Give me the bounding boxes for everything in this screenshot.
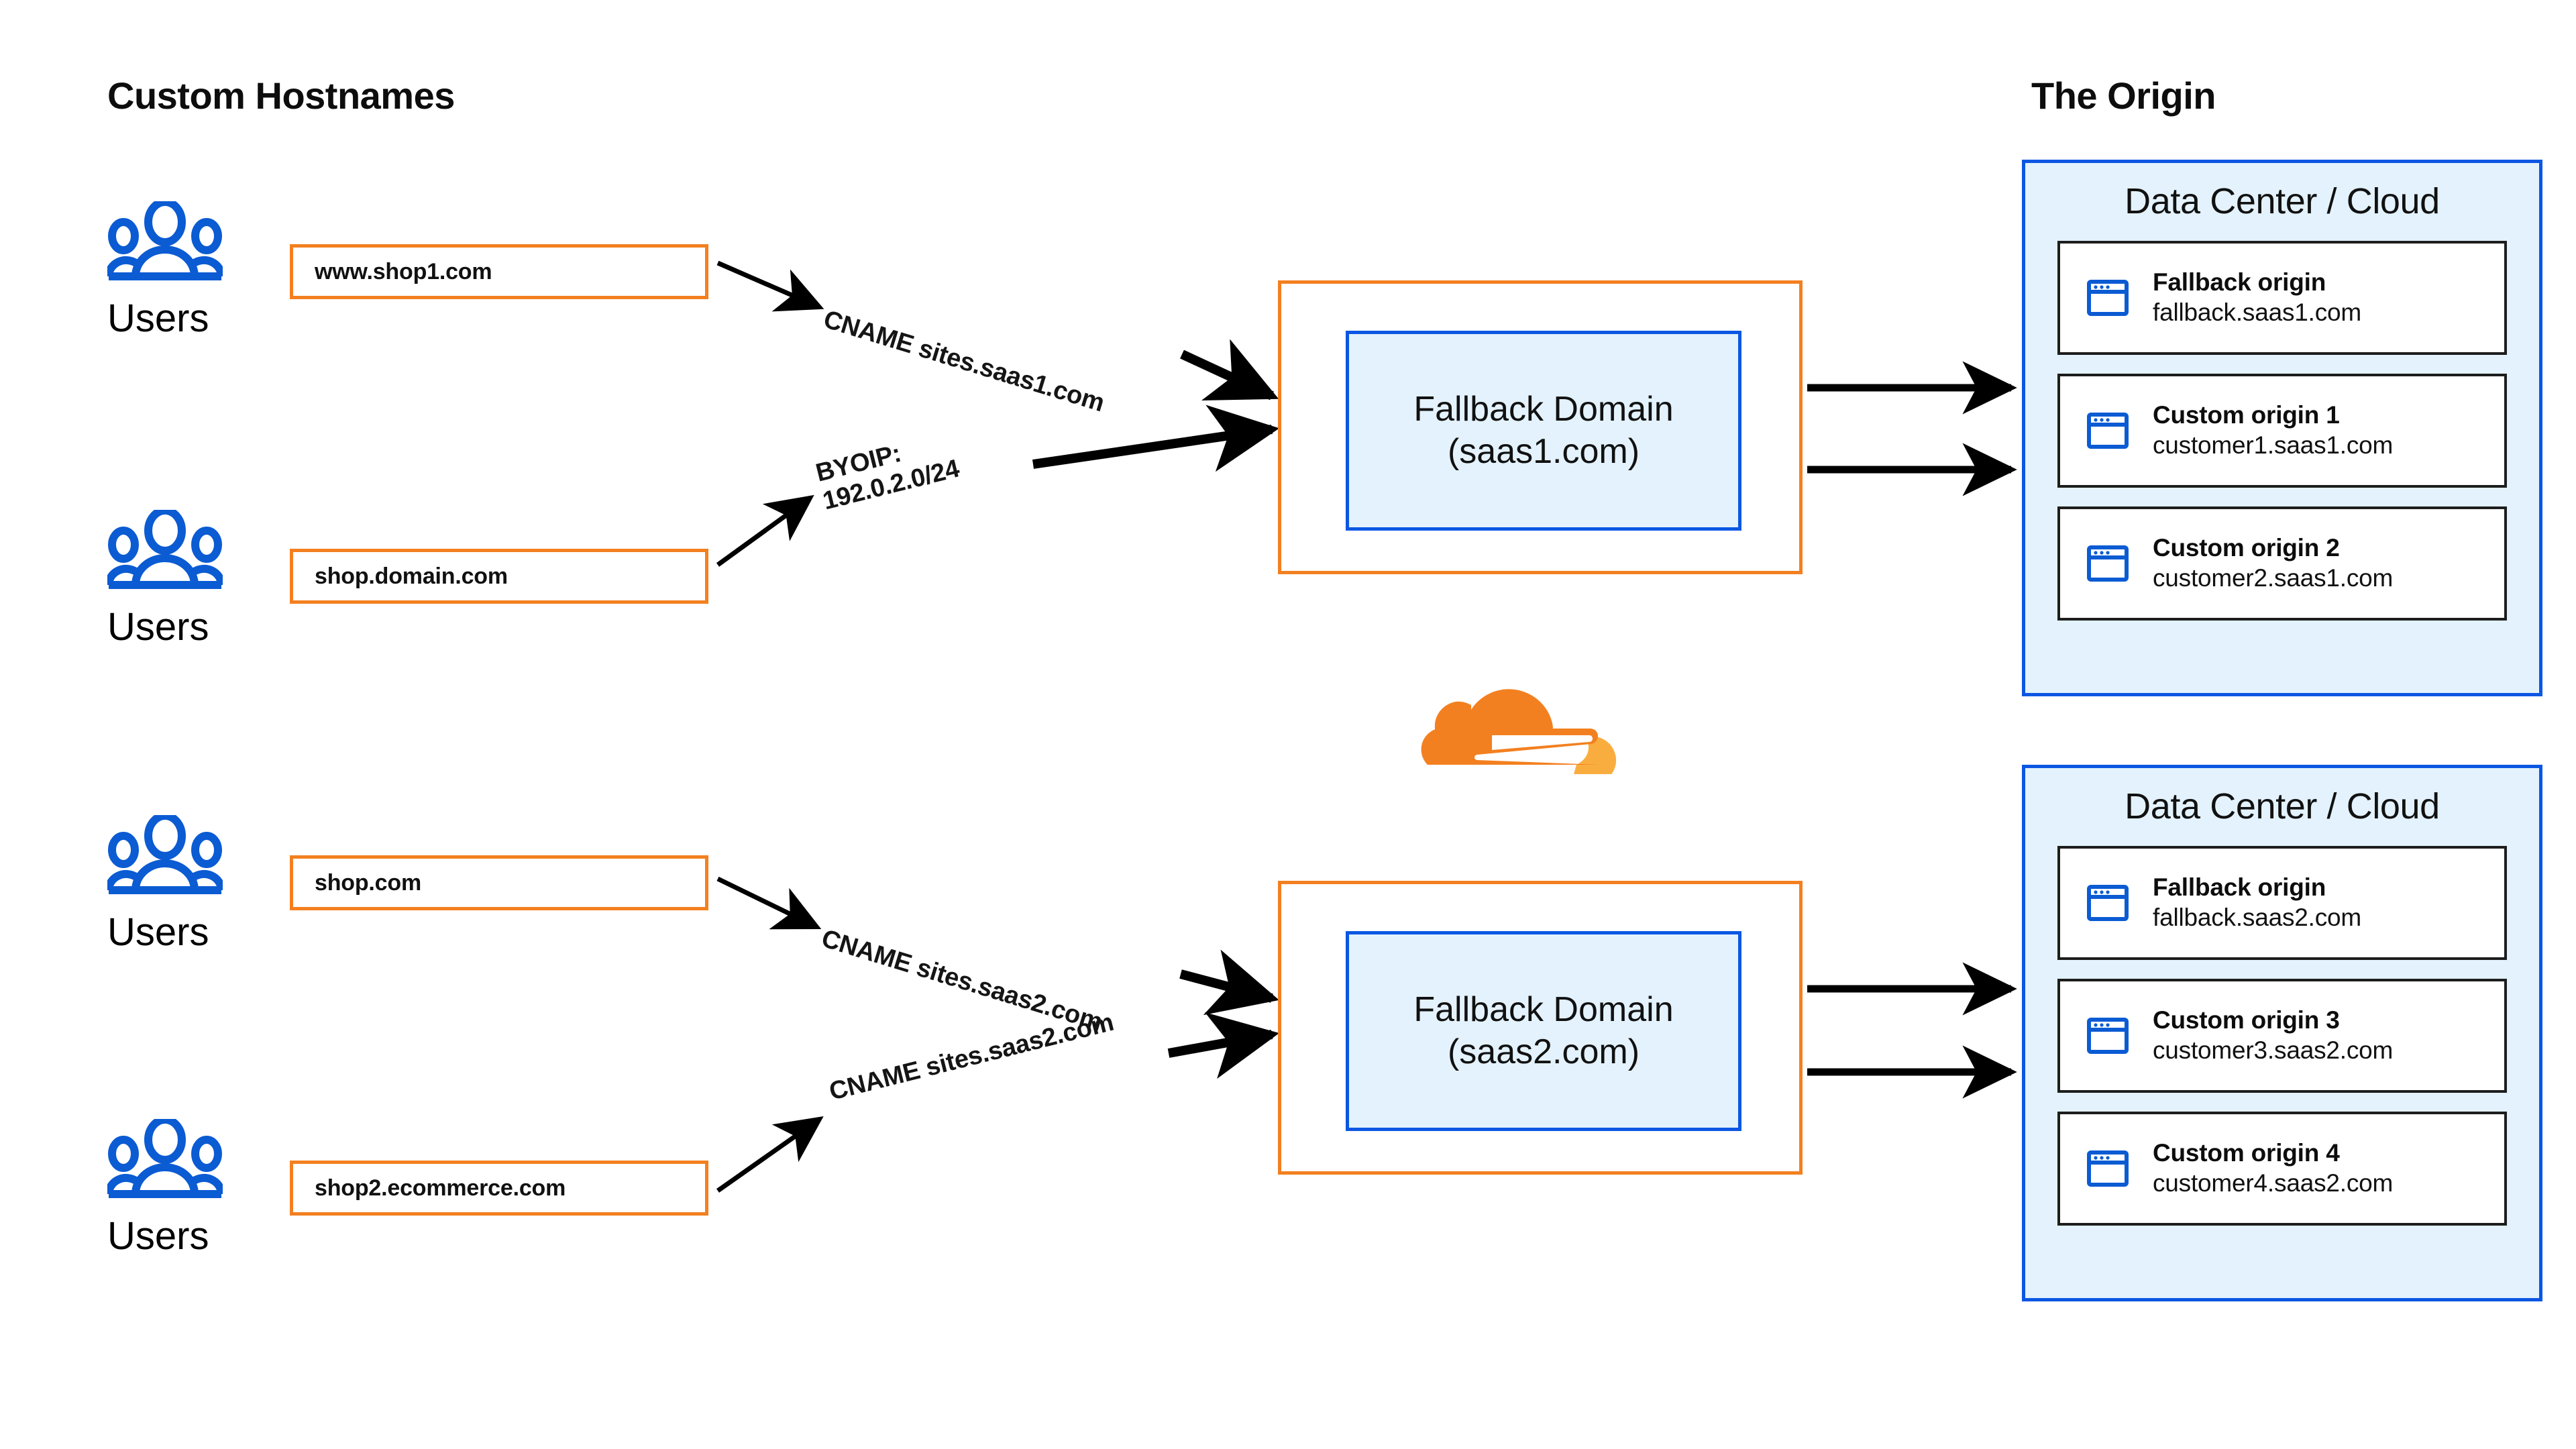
origin-hostname: customer3.saas2.com [2153, 1036, 2394, 1065]
custom-hostname-value: shop.domain.com [315, 563, 508, 589]
origin-name: Fallback origin [2153, 268, 2326, 297]
origin-hostname: customer2.saas1.com [2153, 564, 2394, 592]
fallback-domain-container-2: Fallback Domain (saas2.com) [1278, 881, 1803, 1175]
custom-hostname-value: shop2.ecommerce.com [315, 1175, 566, 1201]
origin-name: Custom origin 4 [2153, 1139, 2340, 1167]
datacenter-panel-2: Data Center / Cloud Fallback origin fall… [2022, 765, 2542, 1301]
browser-window-icon [2087, 1150, 2129, 1187]
origin-card-custom-4[interactable]: Custom origin 4 customer4.saas2.com [2057, 1112, 2507, 1226]
fallback-domain-host: (saas2.com) [1447, 1032, 1640, 1071]
browser-window-icon [2087, 545, 2129, 582]
browser-window-icon [2087, 1018, 2129, 1054]
origin-text: Custom origin 3 customer3.saas2.com [2153, 1005, 2393, 1066]
arrow-hostname3-to-label [716, 876, 822, 930]
browser-window-icon [2087, 885, 2129, 921]
users-label: Users [107, 1214, 209, 1258]
origin-hostname: fallback.saas2.com [2153, 904, 2362, 932]
users-label: Users [107, 605, 209, 649]
origin-card-custom-2[interactable]: Custom origin 2 customer2.saas1.com [2057, 506, 2507, 621]
edge-label-cname-saas2-b: CNAME sites.saas2.com [826, 1008, 1117, 1107]
users-icon [107, 815, 223, 894]
users-icon [107, 510, 223, 589]
custom-hostname-box-1[interactable]: www.shop1.com [290, 244, 708, 299]
cloudflare-logo [1421, 689, 1617, 774]
datacenter-panel-1: Data Center / Cloud Fallback origin fall… [2022, 160, 2542, 696]
users-icon [107, 1119, 223, 1198]
origin-text: Custom origin 4 customer4.saas2.com [2153, 1138, 2393, 1199]
origin-text: Fallback origin fallback.saas1.com [2153, 267, 2361, 328]
custom-hostnames-heading: Custom Hostnames [107, 74, 455, 117]
users-group-1: Users [107, 201, 262, 338]
fallback-domain-container-1: Fallback Domain (saas1.com) [1278, 280, 1803, 574]
custom-hostname-box-4[interactable]: shop2.ecommerce.com [290, 1161, 708, 1216]
custom-hostname-value: shop.com [315, 869, 421, 896]
origin-text: Fallback origin fallback.saas2.com [2153, 872, 2361, 933]
arrow-hostname1-to-label [716, 260, 824, 312]
the-origin-heading: The Origin [2031, 74, 2216, 117]
fallback-domain-box-2[interactable]: Fallback Domain (saas2.com) [1346, 931, 1741, 1131]
datacenter-title: Data Center / Cloud [2125, 786, 2440, 826]
edge-label-line1: CNAME sites.saas2.com [826, 1008, 1117, 1106]
origin-text: Custom origin 2 customer2.saas1.com [2153, 533, 2393, 594]
fallback-domain-host: (saas1.com) [1447, 432, 1640, 471]
arrow-label4-to-fallback2 [1167, 1012, 1280, 1079]
fallback-domain-title: Fallback Domain [1413, 989, 1674, 1029]
fallback-domain-box-1[interactable]: Fallback Domain (saas1.com) [1346, 331, 1741, 531]
fallback-domain-title: Fallback Domain [1413, 389, 1674, 429]
origin-card-fallback-saas1[interactable]: Fallback origin fallback.saas1.com [2057, 241, 2507, 355]
arrow-label3-to-fallback2 [1179, 949, 1279, 1016]
users-icon [107, 201, 223, 280]
origin-name: Custom origin 1 [2153, 401, 2340, 429]
origin-name: Custom origin 2 [2153, 534, 2340, 562]
edge-label-byoip: BYOIP: 192.0.2.0/24 [813, 427, 962, 517]
datacenter-title: Data Center / Cloud [2125, 181, 2440, 221]
origin-hostname: customer4.saas2.com [2153, 1169, 2394, 1197]
users-label: Users [107, 910, 209, 954]
edge-label-cname-saas1: CNAME sites.saas1.com [820, 305, 1108, 418]
browser-window-icon [2087, 280, 2129, 316]
origin-hostname: fallback.saas1.com [2153, 299, 2362, 327]
origin-name: Fallback origin [2153, 873, 2326, 902]
origin-name: Custom origin 3 [2153, 1006, 2340, 1034]
users-group-4: Users [107, 1119, 262, 1256]
users-label: Users [107, 297, 209, 340]
origin-card-custom-3[interactable]: Custom origin 3 customer3.saas2.com [2057, 979, 2507, 1093]
users-group-2: Users [107, 510, 262, 647]
custom-hostname-box-3[interactable]: shop.com [290, 855, 708, 910]
origin-card-fallback-saas2[interactable]: Fallback origin fallback.saas2.com [2057, 846, 2507, 960]
origin-text: Custom origin 1 customer1.saas1.com [2153, 400, 2393, 461]
origin-hostname: customer1.saas1.com [2153, 431, 2394, 460]
arrow-hostname4-to-label [716, 1116, 824, 1193]
origin-card-custom-1[interactable]: Custom origin 1 customer1.saas1.com [2057, 374, 2507, 488]
arrow-label1-to-fallback1 [1180, 339, 1279, 400]
edge-label-line1: CNAME sites.saas1.com [820, 305, 1108, 418]
custom-hostname-box-2[interactable]: shop.domain.com [290, 549, 708, 604]
arrow-label2-to-fallback1 [1032, 405, 1280, 472]
users-group-3: Users [107, 815, 262, 952]
custom-hostname-value: www.shop1.com [315, 258, 492, 284]
browser-window-icon [2087, 413, 2129, 449]
arrow-hostname2-to-label [716, 494, 814, 567]
